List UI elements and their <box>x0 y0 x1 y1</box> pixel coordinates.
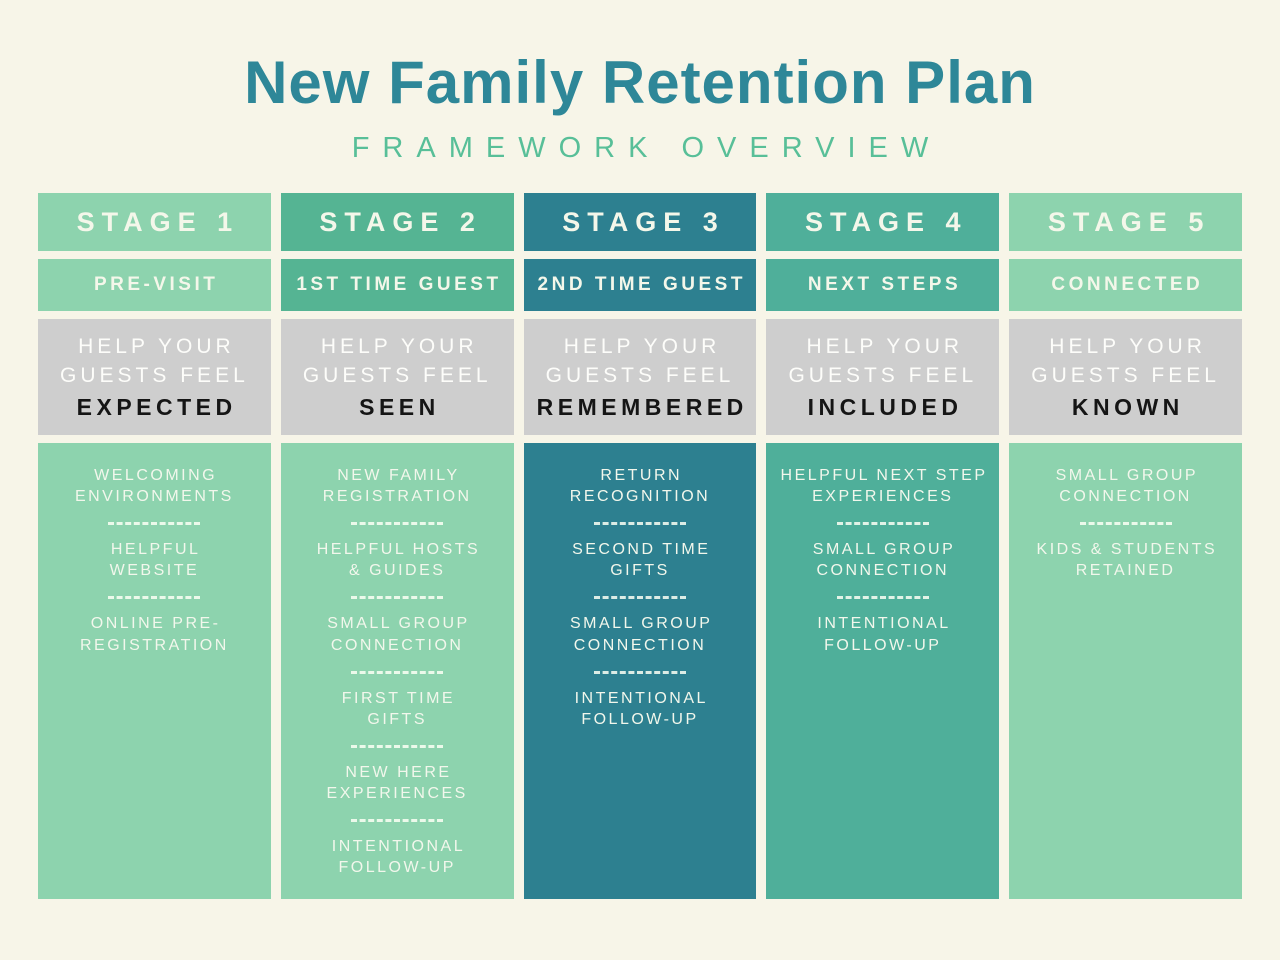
feel-box: HELP YOUR GUESTS FEEL REMEMBERED <box>523 319 757 435</box>
feel-heading: HELP YOUR GUESTS FEEL <box>545 335 735 387</box>
stage-header: STAGE 2 <box>280 193 514 251</box>
stage-header: STAGE 5 <box>1009 193 1242 251</box>
feel-word: EXPECTED <box>76 393 237 420</box>
stage-content-box: RETURN RECOGNITION SECOND TIME GIFTS SMALL… <box>523 443 757 899</box>
content-item: HELPFUL NEXT STEP EXPERIENCES <box>780 467 988 506</box>
content-item: INTENTIONAL FOLLOW-UP <box>817 615 951 654</box>
stage-content-box: NEW FAMILY REGISTRATION HELPFUL HOSTS & G… <box>280 443 514 899</box>
dashed-divider <box>351 744 444 748</box>
dashed-divider <box>351 670 444 674</box>
feel-word: INCLUDED <box>807 393 963 420</box>
page-title: New Family Retention Plan <box>244 49 1036 116</box>
stage-header: STAGE 1 <box>38 193 271 251</box>
dashed-divider <box>108 522 201 526</box>
stage-header: STAGE 3 <box>523 193 757 251</box>
stage-label: STAGE 1 <box>76 206 240 237</box>
phase-label: NEXT STEPS <box>807 274 962 295</box>
dashed-divider <box>593 670 686 674</box>
stage-phase: NEXT STEPS <box>766 259 1000 311</box>
content-item: SMALL GROUP CONNECTION <box>1055 467 1199 506</box>
feel-heading: HELP YOUR GUESTS FEEL <box>1031 335 1220 387</box>
page-subtitle: FRAMEWORK OVERVIEW <box>351 132 942 164</box>
content-item: INTENTIONAL FOLLOW-UP <box>574 689 708 728</box>
phase-label: PRE-VISIT <box>93 274 219 295</box>
stage-label: STAGE 2 <box>319 206 482 237</box>
stage-phase: PRE-VISIT <box>38 259 271 311</box>
dashed-divider <box>593 596 686 600</box>
content-item: KIDS & STUDENTS RETAINED <box>1036 541 1218 580</box>
stage-column-5: STAGE 5 CONNECTED HELP YOUR GUESTS FEEL … <box>1009 193 1242 899</box>
content-item: SMALL GROUP CONNECTION <box>812 541 956 580</box>
content-item: INTENTIONAL FOLLOW-UP <box>331 838 466 877</box>
stage-phase: 1ST TIME GUEST <box>280 259 514 311</box>
stage-column-3: STAGE 3 2ND TIME GUEST HELP YOUR GUESTS … <box>523 193 757 899</box>
phase-label: 1ST TIME GUEST <box>296 274 502 295</box>
content-item: HELPFUL HOSTS & GUIDES <box>316 541 481 580</box>
dashed-divider <box>351 522 444 526</box>
stage-column-1: STAGE 1 PRE-VISIT HELP YOUR GUESTS FEEL … <box>38 193 271 899</box>
feel-box: HELP YOUR GUESTS FEEL INCLUDED <box>766 319 1000 435</box>
content-item: SMALL GROUP CONNECTION <box>327 615 470 654</box>
dashed-divider <box>1079 522 1172 526</box>
stage-content-box: SMALL GROUP CONNECTION KIDS & STUDENTS RE… <box>1009 443 1242 899</box>
content-item: ONLINE PRE- REGISTRATION <box>79 615 229 654</box>
feel-heading: HELP YOUR GUESTS FEEL <box>788 335 978 387</box>
stage-column-4: STAGE 4 NEXT STEPS HELP YOUR GUESTS FEEL… <box>766 193 1000 899</box>
content-item: WELCOMING ENVIRONMENTS <box>74 467 234 506</box>
content-item: NEW HERE EXPERIENCES <box>326 763 468 802</box>
feel-word: KNOWN <box>1071 393 1184 420</box>
dashed-divider <box>593 522 686 526</box>
content-item: SMALL GROUP CONNECTION <box>569 615 713 654</box>
dashed-divider <box>108 596 201 600</box>
stage-label: STAGE 3 <box>562 206 725 237</box>
feel-box: HELP YOUR GUESTS FEEL SEEN <box>280 319 514 435</box>
stage-label: STAGE 4 <box>805 206 968 237</box>
feel-word: REMEMBERED <box>536 393 748 420</box>
content-item: SECOND TIME GIFTS <box>572 541 711 580</box>
stage-phase: 2ND TIME GUEST <box>523 259 757 311</box>
dashed-divider <box>351 596 444 600</box>
stage-column-2: STAGE 2 1ST TIME GUEST HELP YOUR GUESTS … <box>280 193 514 899</box>
content-item: NEW FAMILY REGISTRATION <box>322 467 472 506</box>
feel-box: HELP YOUR GUESTS FEEL KNOWN <box>1009 319 1242 435</box>
dashed-divider <box>351 819 444 823</box>
stage-content-box: WELCOMING ENVIRONMENTS HELPFUL WEBSITE ONL… <box>38 443 271 899</box>
stage-content-box: HELPFUL NEXT STEP EXPERIENCES SMALL GROUP… <box>766 443 1000 899</box>
phase-label: CONNECTED <box>1051 274 1204 295</box>
phase-label: 2ND TIME GUEST <box>537 274 746 295</box>
dashed-divider <box>836 596 929 600</box>
content-item: RETURN RECOGNITION <box>569 467 711 506</box>
feel-heading: HELP YOUR GUESTS FEEL <box>60 335 249 387</box>
content-item: HELPFUL WEBSITE <box>109 541 201 580</box>
feel-word: SEEN <box>359 393 440 420</box>
feel-heading: HELP YOUR GUESTS FEEL <box>302 335 492 387</box>
feel-box: HELP YOUR GUESTS FEEL EXPECTED <box>38 319 271 435</box>
stage-header: STAGE 4 <box>766 193 1000 251</box>
content-item: FIRST TIME GIFTS <box>341 689 456 728</box>
dashed-divider <box>836 522 929 526</box>
stage-label: STAGE 5 <box>1047 206 1211 237</box>
stage-phase: CONNECTED <box>1009 259 1242 311</box>
stage-grid: STAGE 1 PRE-VISIT HELP YOUR GUESTS FEEL … <box>38 193 1242 899</box>
